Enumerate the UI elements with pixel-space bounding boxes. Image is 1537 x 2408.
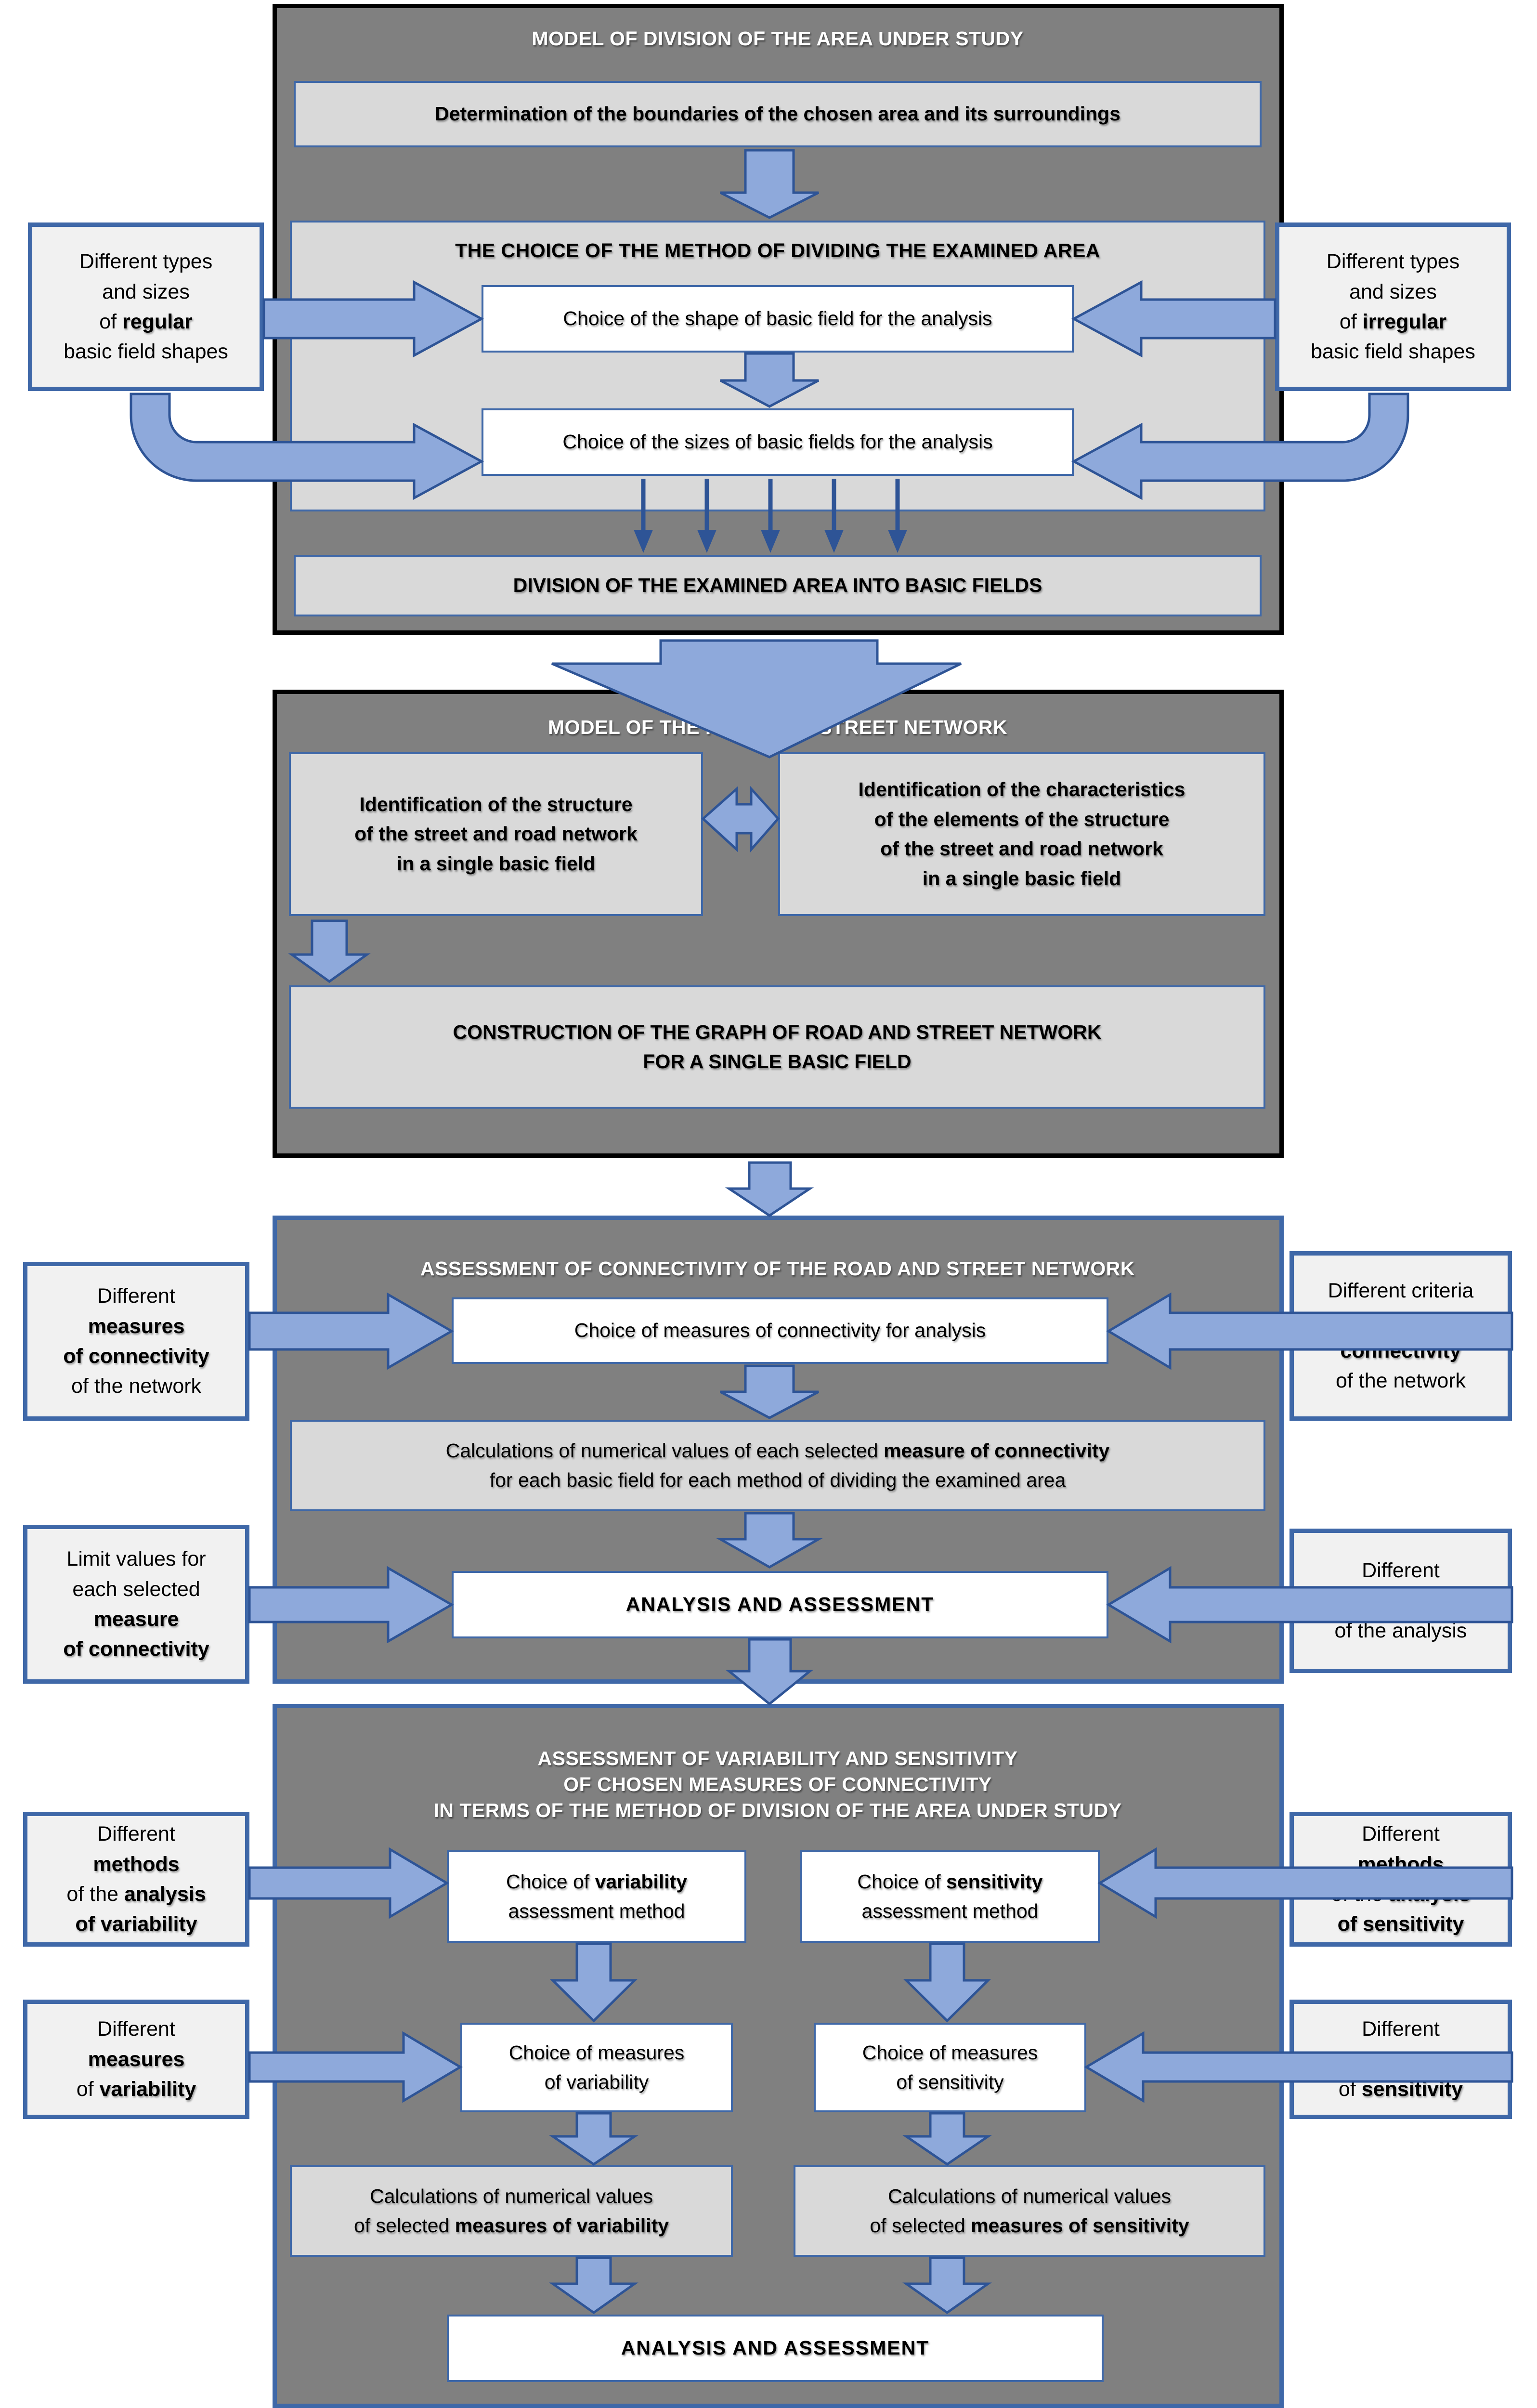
section-2-banner: MODEL OF THE ROAD AND STREET NETWORK [547,716,1008,738]
box-line: for each basic field for each method of … [489,1469,1066,1491]
note-line: Different [1362,1822,1440,1846]
section-1-subtitle: THE CHOICE OF THE METHOD OF DIVIDING THE… [455,239,1100,262]
box-choice-of-shape: Choice of the shape of basic field for t… [482,285,1074,353]
note-line: of the analysis [1331,1883,1471,1906]
box-line: of the street and road network [880,838,1163,860]
box-line: Identification of the structure [359,793,633,815]
box-choice-sensitivity-assessment-method: Choice of sensitivity assessment method [800,1850,1100,1943]
note-line: Different [97,1284,175,1308]
box-choice-measures-of-variability: Choice of measures of variability [460,2023,733,2112]
note-line: each selected [72,1577,200,1601]
note-line: basic field shapes [1311,340,1475,364]
box-determination-boundaries: Determination of the boundaries of the c… [294,81,1262,147]
box-identification-characteristics: Identification of the characteristics of… [778,752,1265,916]
note-limit-values-measure-connectivity: Limit values for each selected measure o… [23,1525,249,1684]
note-line: Limit values for [66,1547,206,1571]
banner-line: IN TERMS OF THE METHOD OF DIVISION OF TH… [433,1799,1122,1822]
note-measures-of-variability: Different measures of variability [23,2000,249,2119]
note-line: of the analysis [66,1883,206,1906]
note-line: of the network [1335,1369,1466,1393]
box-line: assessment method [861,1900,1039,1922]
note-methods-of-the-analysis: Different methods of the analysis [1290,1529,1512,1673]
note-irregular-basic-field-shapes: Different types and sizes of irregular b… [1275,222,1511,391]
box-line: Identification of the characteristics [858,778,1185,800]
box-line: Choice of measures [508,2041,685,2064]
box-line: of selected measures of variability [353,2214,669,2237]
box-construction-of-graph: CONSTRUCTION OF THE GRAPH OF ROAD AND ST… [289,985,1265,1109]
note-line: measures [88,1314,185,1338]
box-analysis-and-assessment-connectivity: ANALYSIS AND ASSESSMENT [452,1571,1108,1638]
note-measures-of-connectivity: Different measures of connectivity of th… [23,1262,249,1421]
note-line: measures [1352,2047,1449,2071]
box-line: assessment method [508,1900,685,1922]
box-line: Choice of variability [506,1870,688,1893]
note-line: and sizes [1349,280,1437,303]
note-line: Different types [1326,250,1460,274]
note-methods-analysis-of-sensitivity: Different methods of the analysis of sen… [1290,1812,1512,1947]
note-regular-basic-field-shapes: Different types and sizes of regular bas… [28,222,264,391]
note-line: of variability [75,1912,197,1936]
box-calculations-connectivity: Calculations of numerical values of each… [290,1420,1265,1511]
note-measures-of-sensitivity: Different measures of sensitivity [1290,2000,1512,2119]
box-line: of selected measures of sensitivity [870,2214,1189,2237]
banner-line: OF CHOSEN MEASURES OF CONNECTIVITY [563,1773,992,1795]
box-line: FOR A SINGLE BASIC FIELD [643,1050,912,1073]
note-line: of the analysis [1334,1619,1467,1643]
box-line: of variability [544,2071,649,2093]
note-line: of sensitivity [1337,1912,1464,1936]
box-line: Choice of sensitivity [857,1870,1043,1893]
note-line: Different criteria [1328,1279,1474,1303]
note-line: of connectivity [63,1345,209,1368]
box-line: of sensitivity [896,2071,1004,2093]
section-1-banner: MODEL OF DIVISION OF THE AREA UNDER STUD… [532,27,1024,50]
note-line: of regular [99,310,193,333]
box-line: in a single basic field [396,852,596,875]
section-4-banner: ASSESSMENT OF VARIABILITY AND SENSITIVIT… [289,1729,1266,1840]
note-line: of sensitivity [1338,2078,1463,2101]
note-line: Different [1362,1559,1440,1583]
box-line: of the elements of the structure [874,808,1170,830]
note-line: methods [1361,1589,1441,1612]
banner-line: ASSESSMENT OF VARIABILITY AND SENSITIVIT… [537,1747,1018,1769]
box-line: Calculations of numerical values [888,2185,1171,2207]
box-choice-of-sizes: Choice of the sizes of basic fields for … [482,408,1074,476]
note-criteria-assessing-connectivity: Different criteria for assessing connect… [1290,1251,1512,1421]
note-line: of variability [76,2078,196,2101]
note-line: Different [97,1822,175,1846]
note-line: methods [1357,1852,1444,1876]
box-line: Choice of measures [862,2041,1038,2064]
note-line: measure [93,1608,179,1631]
box-calculations-measures-sensitivity: Calculations of numerical values of sele… [794,2165,1265,2257]
box-line: Calculations of numerical values of each… [445,1439,1110,1462]
note-line: of irregular [1339,310,1447,333]
note-methods-analysis-of-variability: Different methods of the analysis of var… [23,1812,249,1947]
note-line: of the network [71,1374,202,1398]
note-line: basic field shapes [64,340,228,364]
box-choice-of-measures-connectivity: Choice of measures of connectivity for a… [452,1297,1108,1364]
box-line: CONSTRUCTION OF THE GRAPH OF ROAD AND ST… [453,1021,1102,1043]
note-line: for assessing [1340,1309,1462,1333]
note-line: connectivity [1340,1339,1461,1362]
note-line: methods [93,1852,180,1876]
box-line: of the street and road network [354,823,638,845]
box-line: Calculations of numerical values [370,2185,653,2207]
note-line: measures [88,2047,185,2071]
note-line: Different [1362,2017,1440,2041]
note-line: Different types [79,250,213,274]
box-division-into-basic-fields: DIVISION OF THE EXAMINED AREA INTO BASIC… [294,555,1262,616]
note-line: and sizes [102,280,190,303]
box-analysis-and-assessment-variability: ANALYSIS AND ASSESSMENT [447,2315,1104,2382]
note-line: of connectivity [63,1637,209,1661]
down-arrow-icon [725,1161,814,1217]
box-calculations-measures-variability: Calculations of numerical values of sele… [290,2165,733,2257]
box-choice-variability-assessment-method: Choice of variability assessment method [447,1850,746,1943]
note-line: Different [97,2017,175,2041]
box-choice-measures-of-sensitivity: Choice of measures of sensitivity [814,2023,1086,2112]
box-line: in a single basic field [922,867,1121,890]
box-identification-structure: Identification of the structure of the s… [289,752,703,916]
section-3-banner: ASSESSMENT OF CONNECTIVITY OF THE ROAD A… [420,1257,1135,1280]
